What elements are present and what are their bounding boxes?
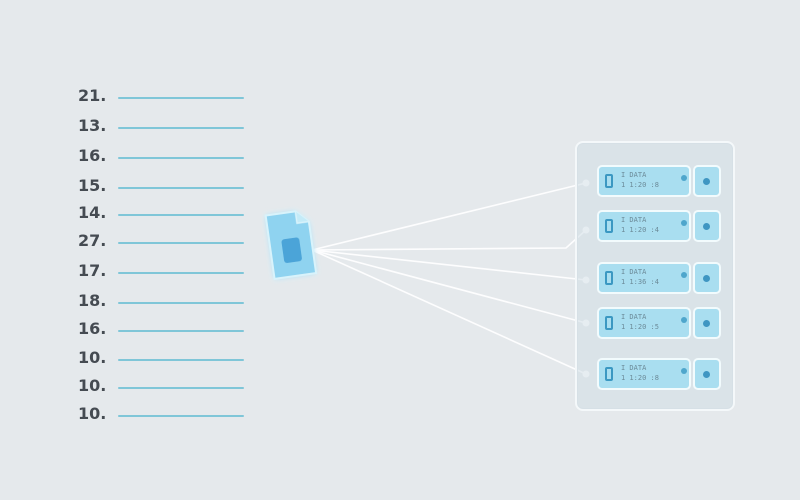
server-unit-body: I DATA 1 1:20 :5 bbox=[597, 307, 691, 339]
server-unit[interactable]: I DATA 1 1:36 :4 bbox=[597, 262, 721, 294]
phone-icon bbox=[605, 316, 613, 330]
connector-line bbox=[311, 182, 587, 251]
list-row: 10. bbox=[78, 404, 248, 424]
list-line bbox=[118, 242, 244, 244]
status-dot bbox=[681, 220, 687, 226]
list-number: 18. bbox=[78, 291, 107, 310]
list-number: 10. bbox=[78, 404, 107, 423]
status-dot bbox=[681, 317, 687, 323]
status-dot bbox=[681, 175, 687, 181]
server-unit-body: I DATA 1 1:36 :4 bbox=[597, 262, 691, 294]
list-row: 16. bbox=[78, 319, 248, 339]
server-unit-body: I DATA 1 1:20 :8 bbox=[597, 165, 691, 197]
phone-icon bbox=[605, 219, 613, 233]
list-line bbox=[118, 157, 244, 159]
connector-line bbox=[311, 229, 587, 251]
list-number: 16. bbox=[78, 146, 107, 165]
list-number: 14. bbox=[78, 203, 107, 222]
server-unit[interactable]: I DATA 1 1:20 :8 bbox=[597, 165, 721, 197]
server-label: I DATA bbox=[621, 171, 647, 179]
server-label: I DATA bbox=[621, 313, 647, 321]
server-unit-body: I DATA 1 1:20 :4 bbox=[597, 210, 691, 242]
list-row: 17. bbox=[78, 261, 248, 281]
list-line bbox=[118, 387, 244, 389]
server-label: I DATA bbox=[621, 364, 647, 372]
phone-icon bbox=[605, 174, 613, 188]
document-icon bbox=[264, 210, 318, 281]
indicator-dot bbox=[703, 275, 710, 282]
list-number: 16. bbox=[78, 319, 107, 338]
list-row: 10. bbox=[78, 376, 248, 396]
server-unit-end bbox=[693, 307, 721, 339]
list-line bbox=[118, 97, 244, 99]
list-row: 18. bbox=[78, 291, 248, 311]
indicator-dot bbox=[703, 320, 710, 327]
list-line bbox=[118, 302, 244, 304]
server-unit-end bbox=[693, 165, 721, 197]
list-number: 10. bbox=[78, 376, 107, 395]
status-dot bbox=[681, 272, 687, 278]
list-row: 16. bbox=[78, 146, 248, 166]
list-row: 15. bbox=[78, 176, 248, 196]
status-dot bbox=[681, 368, 687, 374]
server-unit-body: I DATA 1 1:20 :8 bbox=[597, 358, 691, 390]
phone-icon bbox=[605, 367, 613, 381]
list-line bbox=[118, 127, 244, 129]
server-unit[interactable]: I DATA 1 1:20 :4 bbox=[597, 210, 721, 242]
server-timestamp: 1 1:36 :4 bbox=[621, 278, 659, 286]
server-unit-end bbox=[693, 358, 721, 390]
numbered-list: 21. 13. 16. 15. 14. 27. 17. 18. bbox=[78, 0, 258, 500]
list-number: 10. bbox=[78, 348, 107, 367]
list-line bbox=[118, 359, 244, 361]
server-timestamp: 1 1:20 :8 bbox=[621, 181, 659, 189]
list-number: 27. bbox=[78, 231, 107, 250]
list-line bbox=[118, 272, 244, 274]
server-unit[interactable]: I DATA 1 1:20 :8 bbox=[597, 358, 721, 390]
indicator-dot bbox=[703, 371, 710, 378]
list-row: 14. bbox=[78, 203, 248, 223]
list-row: 13. bbox=[78, 116, 248, 136]
server-label: I DATA bbox=[621, 268, 647, 276]
list-row: 10. bbox=[78, 348, 248, 368]
list-number: 13. bbox=[78, 116, 107, 135]
list-number: 21. bbox=[78, 86, 107, 105]
list-row: 21. bbox=[78, 86, 248, 106]
server-timestamp: 1 1:20 :5 bbox=[621, 323, 659, 331]
list-line bbox=[118, 187, 244, 189]
list-number: 17. bbox=[78, 261, 107, 280]
indicator-dot bbox=[703, 178, 710, 185]
list-line bbox=[118, 330, 244, 332]
connector-line bbox=[311, 249, 587, 281]
list-row: 27. bbox=[78, 231, 248, 251]
server-timestamp: 1 1:20 :4 bbox=[621, 226, 659, 234]
indicator-dot bbox=[703, 223, 710, 230]
connector-line bbox=[311, 249, 587, 375]
connector-line bbox=[311, 249, 587, 324]
list-line bbox=[118, 415, 244, 417]
phone-icon bbox=[605, 271, 613, 285]
server-unit-end bbox=[693, 262, 721, 294]
list-number: 15. bbox=[78, 176, 107, 195]
server-label: I DATA bbox=[621, 216, 647, 224]
server-unit[interactable]: I DATA 1 1:20 :5 bbox=[597, 307, 721, 339]
server-timestamp: 1 1:20 :8 bbox=[621, 374, 659, 382]
server-rack: I DATA 1 1:20 :8 I DATA 1 1:20 :4 I DA bbox=[575, 141, 735, 411]
server-unit-end bbox=[693, 210, 721, 242]
list-line bbox=[118, 214, 244, 216]
